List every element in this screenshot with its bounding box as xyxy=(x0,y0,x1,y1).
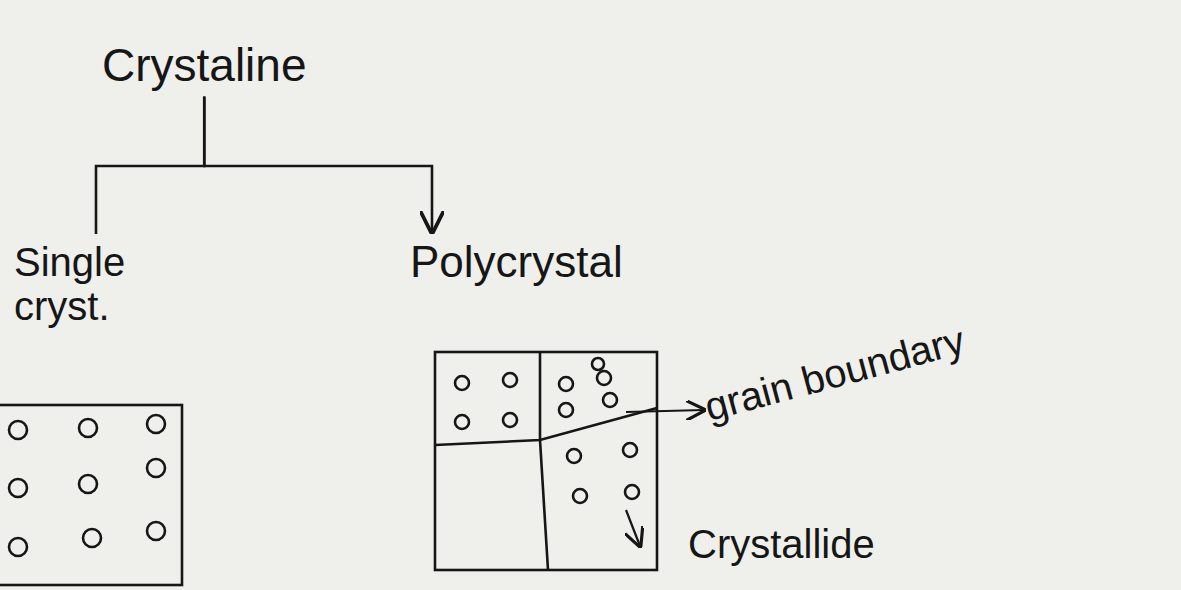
tree-connector xyxy=(96,97,204,234)
leader-line xyxy=(626,410,704,412)
branch-heading: Polycrystal xyxy=(406,234,627,290)
single-crystal-figure xyxy=(0,405,182,585)
callout-label: grain boundary xyxy=(696,314,974,432)
tree-connector xyxy=(204,97,432,232)
node-text: Polycrystal xyxy=(410,238,623,286)
root-heading: Crystaline xyxy=(98,36,311,95)
callout-label: Crystallide xyxy=(684,520,879,568)
crystal-outline xyxy=(0,405,182,585)
polycrystal-figure xyxy=(435,352,704,570)
branch-heading: Single cryst. xyxy=(10,236,160,332)
node-text: Crystaline xyxy=(102,40,307,91)
grain-boundary-line xyxy=(540,352,548,570)
polycrystal-outline xyxy=(435,352,657,570)
atom-lattice xyxy=(9,415,165,556)
node-text: Single cryst. xyxy=(14,240,156,328)
atom-grains xyxy=(455,358,639,503)
grain-boundary-line xyxy=(435,408,657,445)
leader-line xyxy=(626,510,640,546)
